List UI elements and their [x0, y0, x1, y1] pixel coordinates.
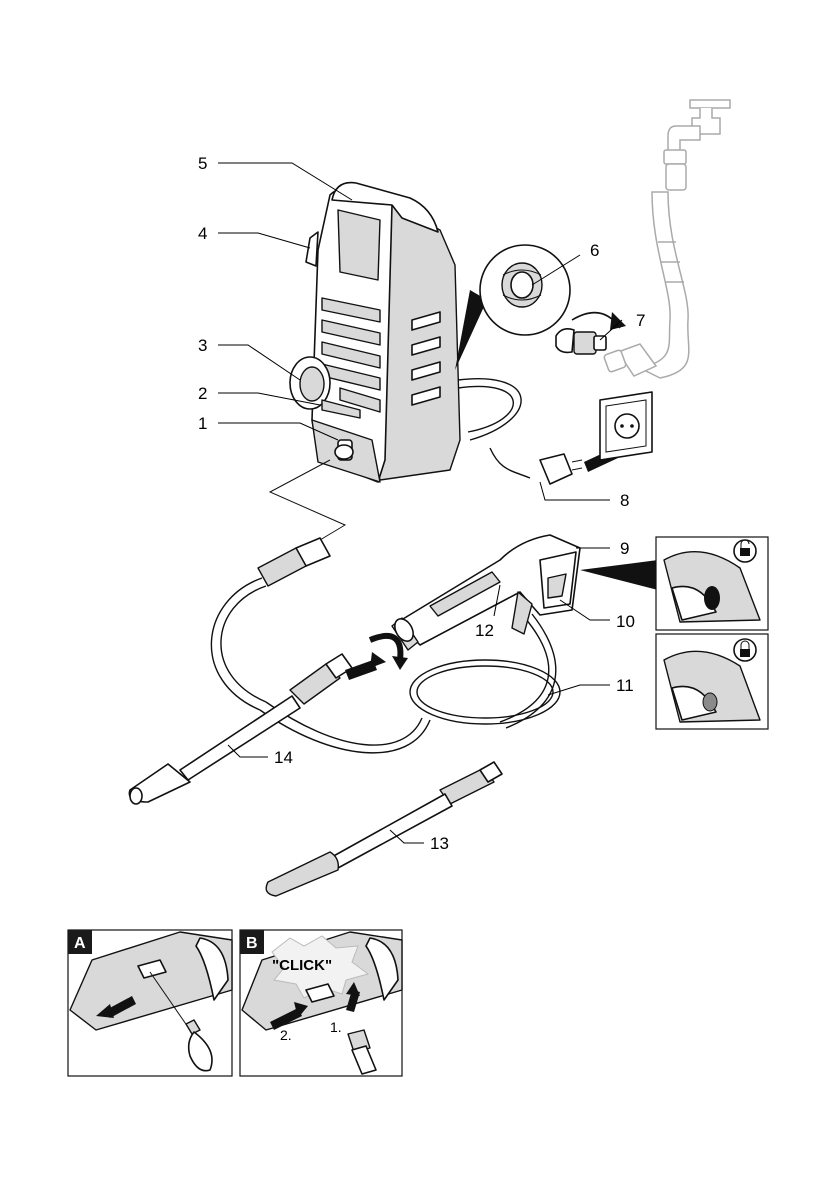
- callout-1: 1: [198, 414, 207, 433]
- callout-8: 8: [620, 491, 629, 510]
- high-pressure-hose: [211, 460, 560, 753]
- callout-6: 6: [590, 241, 599, 260]
- detail-panel-a: A: [68, 930, 232, 1076]
- callout-9: 9: [620, 539, 629, 558]
- water-tap: [664, 100, 730, 190]
- callout-3: 3: [198, 336, 207, 355]
- badge-a-label: A: [74, 935, 86, 952]
- callout-2: 2: [198, 384, 207, 403]
- inlet-detail-circle: [455, 245, 570, 370]
- detail-panel-b: B "CLICK" 2. 1.: [240, 930, 402, 1076]
- water-inlet-adapter: [556, 312, 626, 354]
- power-cable: [458, 379, 530, 478]
- trigger-unlock-panel: [580, 537, 768, 630]
- callout-11: 11: [616, 676, 634, 695]
- callout-13: 13: [430, 834, 449, 853]
- spray-lance: [129, 654, 352, 804]
- badge-b-label: B: [246, 935, 258, 952]
- callout-14: 14: [274, 748, 293, 767]
- pressure-washer: [290, 183, 460, 482]
- garden-hose: [640, 192, 689, 378]
- step-2-label: 2.: [280, 1027, 292, 1043]
- wall-socket: [600, 392, 652, 460]
- callout-12: 12: [475, 621, 494, 640]
- rotate-arrow-icon: [345, 636, 408, 680]
- power-lance: [266, 762, 502, 896]
- trigger-lock-panel: [656, 634, 768, 729]
- callout-5: 5: [198, 154, 207, 173]
- callout-4: 4: [198, 224, 207, 243]
- click-text: "CLICK": [272, 957, 332, 974]
- callout-10: 10: [616, 612, 635, 631]
- step-1-label: 1.: [330, 1019, 342, 1035]
- callout-7: 7: [636, 311, 645, 330]
